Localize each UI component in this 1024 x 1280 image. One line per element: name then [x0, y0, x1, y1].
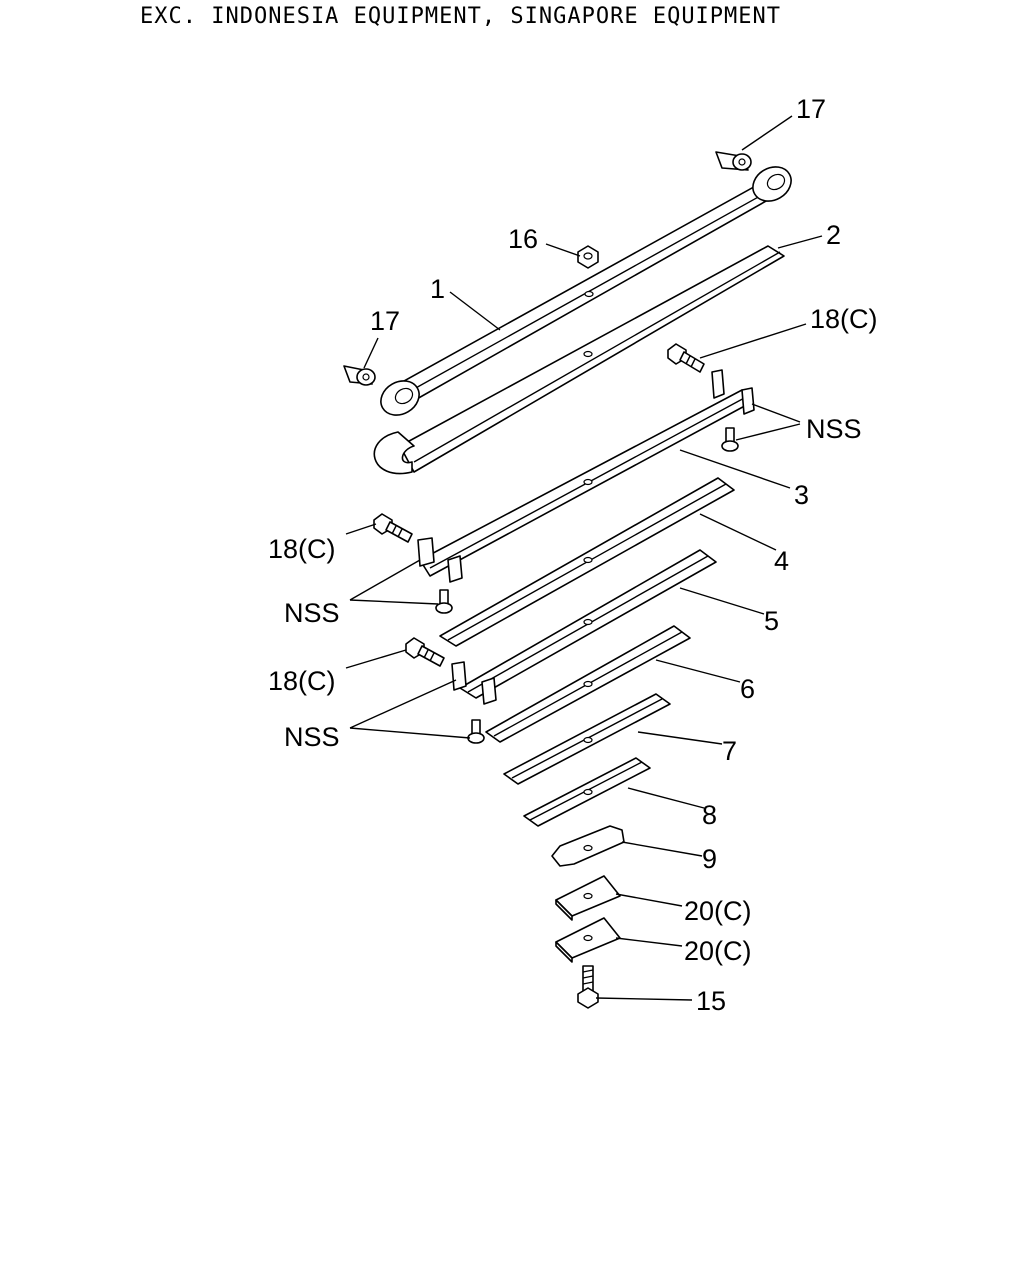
callout-15: 15 [696, 986, 726, 1016]
callout-7: 7 [722, 736, 737, 766]
part-9-spacer[interactable] [551, 825, 625, 867]
callout-18c-right: 18(C) [810, 304, 878, 334]
part-7-leaf[interactable] [503, 693, 671, 785]
part-17-bushing-left[interactable] [343, 365, 376, 386]
part-18-bolt-low[interactable] [405, 637, 445, 667]
callout-17-left: 17 [370, 306, 400, 336]
callout-1: 1 [430, 274, 445, 304]
callout-20c-upper: 20(C) [684, 896, 752, 926]
part-20-plate-lower[interactable] [555, 917, 621, 963]
callout-5: 5 [764, 606, 779, 636]
part-1-main-leaf[interactable] [375, 160, 798, 422]
nss-rivet-right[interactable] [721, 427, 739, 452]
nss-rivet-low[interactable] [467, 719, 485, 744]
callout-2: 2 [826, 220, 841, 250]
callout-16: 16 [508, 224, 538, 254]
part-2-leaf[interactable] [373, 245, 785, 475]
callout-8: 8 [702, 800, 717, 830]
diagram-title: EXC. INDONESIA EQUIPMENT, SINGAPORE EQUI… [140, 4, 782, 29]
nss-rivet-mid[interactable] [435, 589, 453, 614]
callout-20c-lower: 20(C) [684, 936, 752, 966]
part-8-leaf[interactable] [523, 757, 651, 827]
part-6-leaf[interactable] [485, 625, 691, 743]
part-5-leaf-with-clips[interactable] [451, 549, 717, 705]
part-18-bolt-right[interactable] [667, 343, 705, 373]
part-18-bolt-mid[interactable] [373, 513, 413, 543]
part-15-center-bolt[interactable] [577, 965, 599, 1009]
callout-3: 3 [794, 480, 809, 510]
callout-18c-mid: 18(C) [268, 534, 336, 564]
part-4-leaf[interactable] [439, 477, 735, 647]
callout-nss-low: NSS [284, 722, 340, 752]
part-3-leaf-with-clips[interactable] [417, 369, 755, 583]
callout-18c-low: 18(C) [268, 666, 336, 696]
callout-4: 4 [774, 546, 789, 576]
callout-nss-right: NSS [806, 414, 862, 444]
callout-nss-mid: NSS [284, 598, 340, 628]
part-17-bushing-top[interactable] [715, 151, 752, 171]
callout-6: 6 [740, 674, 755, 704]
part-20-plate-upper[interactable] [555, 875, 621, 921]
callout-9: 9 [702, 844, 717, 874]
part-16-nut[interactable] [577, 245, 599, 269]
leader-lines [345, 115, 823, 1001]
callout-17-top: 17 [796, 94, 826, 124]
